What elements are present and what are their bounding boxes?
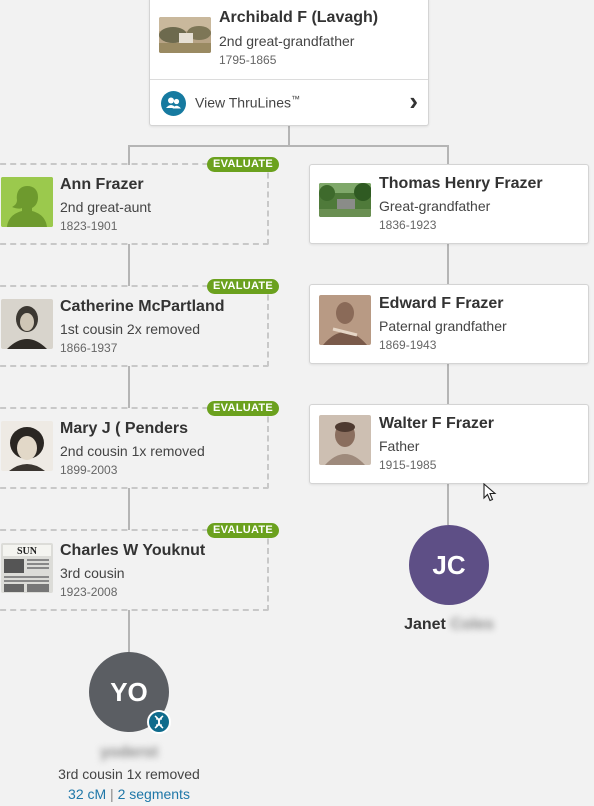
relative-relationship: Great-grandfather bbox=[379, 198, 491, 214]
relative-relationship: Father bbox=[379, 438, 420, 454]
connector-left-4 bbox=[128, 610, 130, 652]
relative-name[interactable]: Charles W Youknut bbox=[60, 542, 206, 559]
self-first-name: Janet bbox=[404, 616, 446, 633]
relative-name[interactable]: Edward F Frazer bbox=[379, 295, 504, 312]
connector-horizontal bbox=[128, 145, 449, 147]
relative-dates: 1836-1923 bbox=[379, 218, 437, 232]
svg-text:SUN: SUN bbox=[17, 546, 38, 557]
ancestor-dates: 1795-1865 bbox=[219, 53, 277, 67]
landscape-photo bbox=[319, 183, 371, 217]
connector-right-2 bbox=[447, 363, 449, 405]
relative-dates: 1899-2003 bbox=[60, 463, 118, 477]
newspaper-photo: SUN bbox=[1, 543, 53, 593]
relative-name[interactable]: Catherine McPartland bbox=[60, 298, 225, 315]
connector-top-down bbox=[288, 126, 290, 146]
match-name[interactable]: yoderst bbox=[0, 744, 258, 762]
relative-name[interactable]: Thomas Henry Frazer bbox=[379, 175, 543, 192]
relative-dates: 1869-1943 bbox=[379, 338, 437, 352]
relative-dates: 1923-2008 bbox=[60, 585, 118, 599]
relative-relationship: 3rd cousin bbox=[60, 565, 125, 581]
evaluate-badge[interactable]: EVALUATE bbox=[207, 157, 280, 172]
relative-card-edward-frazer[interactable]: Edward F Frazer Paternal grandfather 186… bbox=[309, 284, 589, 364]
self-name: Janet Coles bbox=[349, 616, 549, 634]
relative-name[interactable]: Ann Frazer bbox=[60, 176, 144, 193]
relative-card-catherine-mcpartland[interactable]: Catherine McPartland 1st cousin 2x remov… bbox=[0, 285, 269, 367]
mouse-cursor-icon bbox=[483, 482, 497, 508]
connector-right-3 bbox=[447, 483, 449, 525]
ancestor-relationship: 2nd great-grandfather bbox=[219, 33, 355, 49]
self-avatar[interactable]: JC bbox=[409, 525, 489, 605]
ancestor-photo bbox=[159, 17, 211, 53]
divider bbox=[150, 79, 428, 80]
top-ancestor-card[interactable]: Archibald F (Lavagh) 2nd great-grandfath… bbox=[149, 0, 429, 126]
relative-name[interactable]: Walter F Frazer bbox=[379, 415, 494, 432]
evaluate-badge[interactable]: EVALUATE bbox=[207, 523, 280, 538]
segments-link[interactable]: 2 segments bbox=[117, 786, 190, 802]
view-thrulines-link[interactable]: View ThruLines™ › bbox=[150, 80, 428, 126]
silhouette-female-icon bbox=[1, 177, 53, 227]
self-last-name: Coles bbox=[450, 616, 494, 633]
relative-name[interactable]: Mary J ( Penders bbox=[60, 420, 189, 437]
match-dna-stats: 32 cM | 2 segments bbox=[0, 786, 258, 802]
portrait-photo bbox=[319, 295, 371, 345]
shared-cm-link[interactable]: 32 cM bbox=[68, 786, 107, 802]
relative-dates: 1915-1985 bbox=[379, 458, 437, 472]
relative-card-ann-frazer[interactable]: Ann Frazer 2nd great-aunt 1823-1901 bbox=[0, 163, 269, 245]
evaluate-badge[interactable]: EVALUATE bbox=[207, 279, 280, 294]
relative-card-thomas-henry-frazer[interactable]: Thomas Henry Frazer Great-grandfather 18… bbox=[309, 164, 589, 244]
portrait-photo bbox=[1, 299, 53, 349]
thrulines-text: View ThruLines bbox=[195, 94, 291, 111]
relative-card-mary-penders[interactable]: Mary J ( Penders 2nd cousin 1x removed 1… bbox=[0, 407, 269, 489]
connector-left-2 bbox=[128, 366, 130, 408]
thrulines-label[interactable]: View ThruLines™ bbox=[195, 94, 300, 111]
relative-card-charles-youknut[interactable]: SUN Charles W Youknut 3rd cousin 1923-20… bbox=[0, 529, 269, 611]
connector-left-3 bbox=[128, 488, 130, 530]
portrait-photo bbox=[1, 421, 53, 471]
portrait-photo bbox=[319, 415, 371, 465]
match-relationship: 3rd cousin 1x removed bbox=[58, 766, 200, 782]
chevron-right-icon[interactable]: › bbox=[409, 86, 418, 116]
evaluate-badge[interactable]: EVALUATE bbox=[207, 401, 280, 416]
connector-left-down bbox=[128, 145, 130, 165]
relative-dates: 1823-1901 bbox=[60, 219, 118, 233]
relative-dates: 1866-1937 bbox=[60, 341, 118, 355]
stats-separator: | bbox=[110, 786, 114, 802]
relative-relationship: 1st cousin 2x removed bbox=[60, 321, 201, 337]
relative-card-walter-frazer[interactable]: Walter F Frazer Father 1915-1985 bbox=[309, 404, 589, 484]
relative-relationship: 2nd cousin 1x removed bbox=[60, 443, 205, 459]
dna-icon bbox=[147, 710, 171, 734]
ancestor-name[interactable]: Archibald F (Lavagh) bbox=[219, 9, 379, 26]
trademark-symbol: ™ bbox=[290, 94, 300, 104]
connector-right-down bbox=[447, 145, 449, 165]
thrulines-icon bbox=[161, 91, 186, 116]
relative-relationship: 2nd great-aunt bbox=[60, 199, 152, 215]
connector-left-1 bbox=[128, 244, 130, 286]
match-name-text: yoderst bbox=[100, 744, 158, 761]
relative-relationship: Paternal grandfather bbox=[379, 318, 507, 334]
connector-right-1 bbox=[447, 243, 449, 285]
